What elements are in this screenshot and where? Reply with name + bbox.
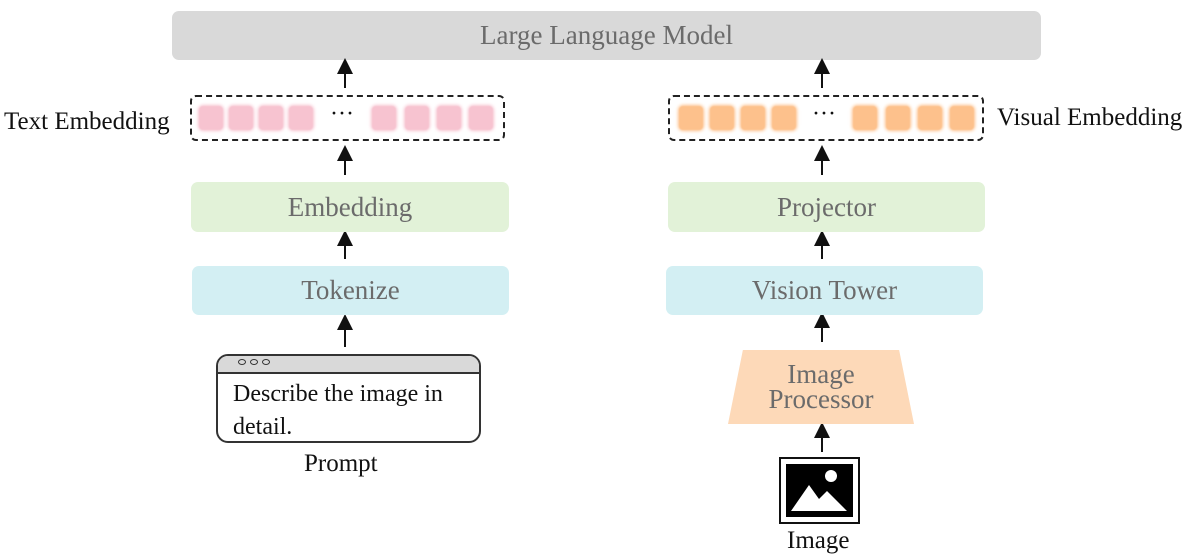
- text-embedding-box: ···: [190, 95, 505, 141]
- prompt-window-titlebar: [218, 356, 479, 374]
- image-processor-label: Image Processor: [768, 359, 874, 414]
- image-processor-block: Image Processor: [728, 350, 914, 424]
- visual-embedding-ellipsis: ···: [812, 101, 836, 127]
- text-token: [405, 106, 429, 130]
- visual-token: [886, 106, 910, 130]
- text-token: [289, 106, 313, 130]
- text-token: [199, 106, 223, 130]
- tokenize-block: Tokenize: [192, 266, 509, 315]
- text-token: [372, 106, 396, 130]
- window-dot-icon: [250, 359, 258, 365]
- visual-token: [950, 106, 974, 130]
- text-token: [259, 106, 283, 130]
- embedding-block: Embedding: [191, 182, 509, 232]
- text-token: [229, 106, 253, 130]
- window-dot-icon: [262, 359, 270, 365]
- image-icon: [779, 457, 860, 524]
- visual-token: [679, 106, 703, 130]
- text-token: [469, 106, 493, 130]
- prompt-caption: Prompt: [304, 450, 378, 477]
- visual-token: [710, 106, 734, 130]
- visual-embedding-box: ···: [668, 95, 984, 141]
- projector-block: Projector: [668, 182, 985, 232]
- prompt-text: Describe the image in detail.: [233, 381, 443, 440]
- window-dot-icon: [238, 359, 246, 365]
- visual-token: [741, 106, 765, 130]
- llm-block: Large Language Model: [172, 11, 1041, 60]
- visual-token: [918, 106, 942, 130]
- text-embedding-label: Text Embedding: [4, 108, 170, 135]
- visual-token: [853, 106, 877, 130]
- text-embedding-ellipsis: ···: [330, 101, 354, 127]
- visual-token: [772, 106, 796, 130]
- visual-embedding-label: Visual Embedding: [997, 104, 1183, 131]
- vision-tower-block: Vision Tower: [666, 266, 983, 315]
- image-caption: Image: [787, 527, 850, 554]
- text-token: [437, 106, 461, 130]
- prompt-window: Describe the image in detail.: [216, 354, 481, 443]
